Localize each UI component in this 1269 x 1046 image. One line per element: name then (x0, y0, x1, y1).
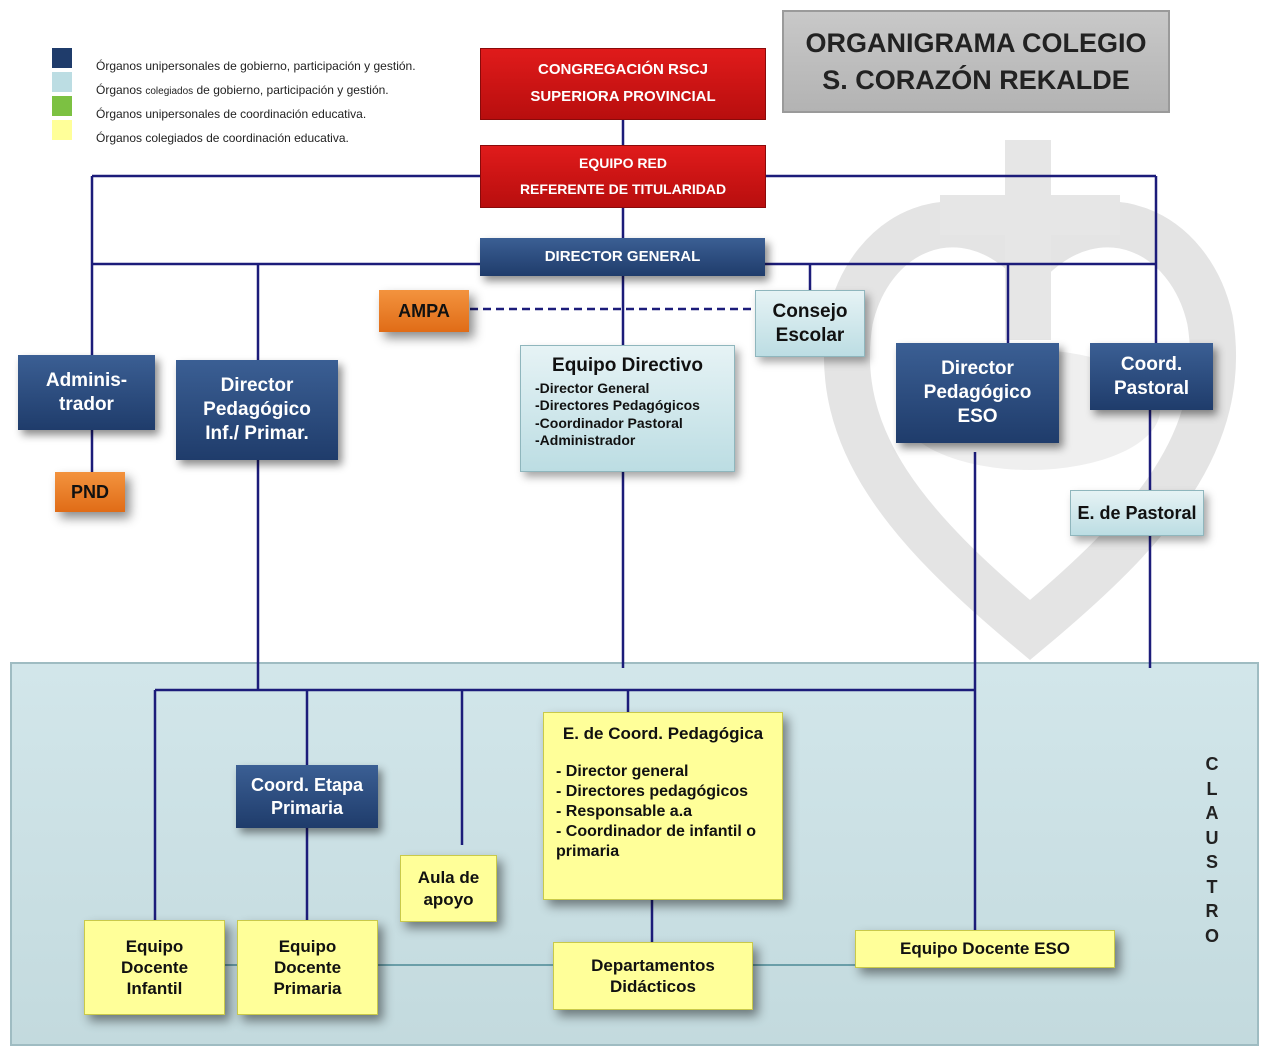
node-administrador: Adminis- trador (18, 355, 155, 430)
eq-primaria-line-3: Primaria (273, 979, 342, 999)
eq-primaria-line-2: Docente (273, 957, 342, 977)
departamentos-line-1: Departamentos (591, 955, 715, 975)
aula-apoyo-line-2: apoyo (423, 889, 474, 909)
node-equipo-docente-infantil: Equipo Docente Infantil (84, 920, 225, 1015)
e-coord-ped-item: - Coordinador de infantil o (556, 823, 756, 841)
director-inf-line-1: Director (220, 375, 294, 397)
legend-text-4: Órganos colegiados de coordinación educa… (96, 131, 349, 145)
claustro-letter: A (1205, 803, 1219, 823)
consejo-line-2: Escolar (775, 324, 845, 346)
equipo-red-line-1: EQUIPO RED (579, 155, 667, 171)
consejo-line-1: Consejo (772, 300, 848, 322)
coord-etapa-line-1: Coord. Etapa (250, 775, 363, 795)
node-ampa: AMPA (379, 290, 469, 332)
node-director-general: DIRECTOR GENERAL (480, 238, 765, 276)
node-departamentos-didacticos: Departamentos Didácticos (553, 942, 753, 1010)
eq-infantil-line-1: Equipo (125, 936, 184, 956)
coord-pastoral-line-1: Coord. (1120, 353, 1183, 375)
legend-text-3: Órganos unipersonales de coordinación ed… (96, 107, 367, 121)
equipo-red-line-2: REFERENTE DE TITULARIDAD (519, 180, 727, 197)
eq-infantil-line-2: Docente (120, 957, 189, 977)
node-equipo-docente-primaria: Equipo Docente Primaria (237, 920, 378, 1015)
node-coord-etapa-primaria: Coord. Etapa Primaria (236, 765, 378, 828)
claustro-letter: T (1206, 876, 1218, 897)
node-e-pastoral: E. de Pastoral (1070, 490, 1204, 536)
legend-swatch-yellow (52, 120, 72, 140)
eq-infantil-line-3: Infantil (126, 979, 183, 999)
node-equipo-docente-eso: Equipo Docente ESO (855, 930, 1115, 968)
coord-pastoral-line-2: Pastoral (1114, 377, 1189, 399)
e-coord-ped-item: - Director general (556, 763, 689, 781)
director-inf-line-2: Pedagógico (203, 399, 311, 421)
director-eso-line-2: Pedagógico (923, 382, 1032, 404)
legend-swatch-navy (52, 48, 72, 68)
legend-text-1: Órganos unipersonales de gobierno, parti… (96, 59, 416, 73)
equipo-directivo-item: -Coordinador Pastoral (535, 414, 683, 431)
e-pastoral-label: E. de Pastoral (1077, 502, 1197, 523)
node-consejo-escolar: Consejo Escolar (755, 290, 865, 357)
ampa-label: AMPA (398, 300, 450, 321)
coord-etapa-line-2: Primaria (270, 797, 344, 818)
director-general-label: DIRECTOR GENERAL (544, 247, 701, 265)
e-coord-ped-item: primaria (556, 843, 620, 861)
title-line-1: ORGANIGRAMA COLEGIO (805, 28, 1147, 59)
claustro-letter: C (1205, 754, 1219, 774)
e-coord-ped-item: - Directores pedagógicos (556, 783, 749, 801)
director-eso-line-1: Director (941, 358, 1014, 380)
eq-eso-label: Equipo Docente ESO (899, 939, 1071, 959)
claustro-letter: R (1205, 901, 1219, 921)
congregacion-line-1: CONGREGACIÓN RSCJ (537, 61, 709, 79)
legend-text-2: Órganos colegiados de gobierno, particip… (96, 83, 389, 97)
claustro-label: C L A U S T R O (1200, 752, 1224, 948)
claustro-letter: L (1206, 778, 1218, 799)
node-congregacion: CONGREGACIÓN RSCJ SUPERIORA PROVINCIAL (480, 48, 766, 120)
node-equipo-red: EQUIPO RED REFERENTE DE TITULARIDAD (480, 145, 766, 208)
aula-apoyo-line-1: Aula de (417, 868, 480, 888)
node-e-coord-pedagogica: E. de Coord. Pedagógica - Director gener… (543, 712, 783, 900)
e-coord-ped-item: - Responsable a.a (556, 803, 693, 821)
page-title: ORGANIGRAMA COLEGIO S. CORAZÓN REKALDE (782, 10, 1170, 113)
equipo-directivo-item: -Director General (535, 379, 650, 396)
congregacion-line-2: SUPERIORA PROVINCIAL (530, 88, 716, 105)
pnd-label: PND (70, 481, 109, 502)
claustro-letter: U (1205, 827, 1219, 848)
eq-primaria-line-1: Equipo (278, 936, 337, 956)
claustro-letter: S (1205, 852, 1218, 872)
title-line-2: S. CORAZÓN REKALDE (822, 64, 1130, 95)
director-eso-line-3: ESO (957, 405, 998, 427)
node-coord-pastoral: Coord. Pastoral (1090, 343, 1213, 410)
node-equipo-directivo: Equipo Directivo -Director General -Dire… (520, 345, 735, 472)
node-aula-apoyo: Aula de apoyo (400, 855, 497, 922)
equipo-directivo-item: -Administrador (535, 432, 636, 449)
node-director-inf-primaria: Director Pedagógico Inf./ Primar. (176, 360, 338, 460)
node-pnd: PND (55, 472, 125, 512)
director-inf-line-3: Inf./ Primar. (205, 422, 309, 444)
node-director-eso: Director Pedagógico ESO (896, 343, 1059, 443)
equipo-directivo-item: -Directores Pedagógicos (535, 397, 700, 414)
equipo-directivo-title: Equipo Directivo (552, 355, 703, 376)
departamentos-line-2: Didácticos (610, 977, 696, 996)
legend-swatch-green (52, 96, 72, 116)
e-coord-ped-title: E. de Coord. Pedagógica (562, 724, 764, 743)
legend-swatch-light (52, 72, 72, 92)
administrador-line-1: Adminis- (45, 369, 128, 391)
administrador-line-2: trador (59, 393, 114, 415)
claustro-letter: O (1204, 925, 1219, 946)
